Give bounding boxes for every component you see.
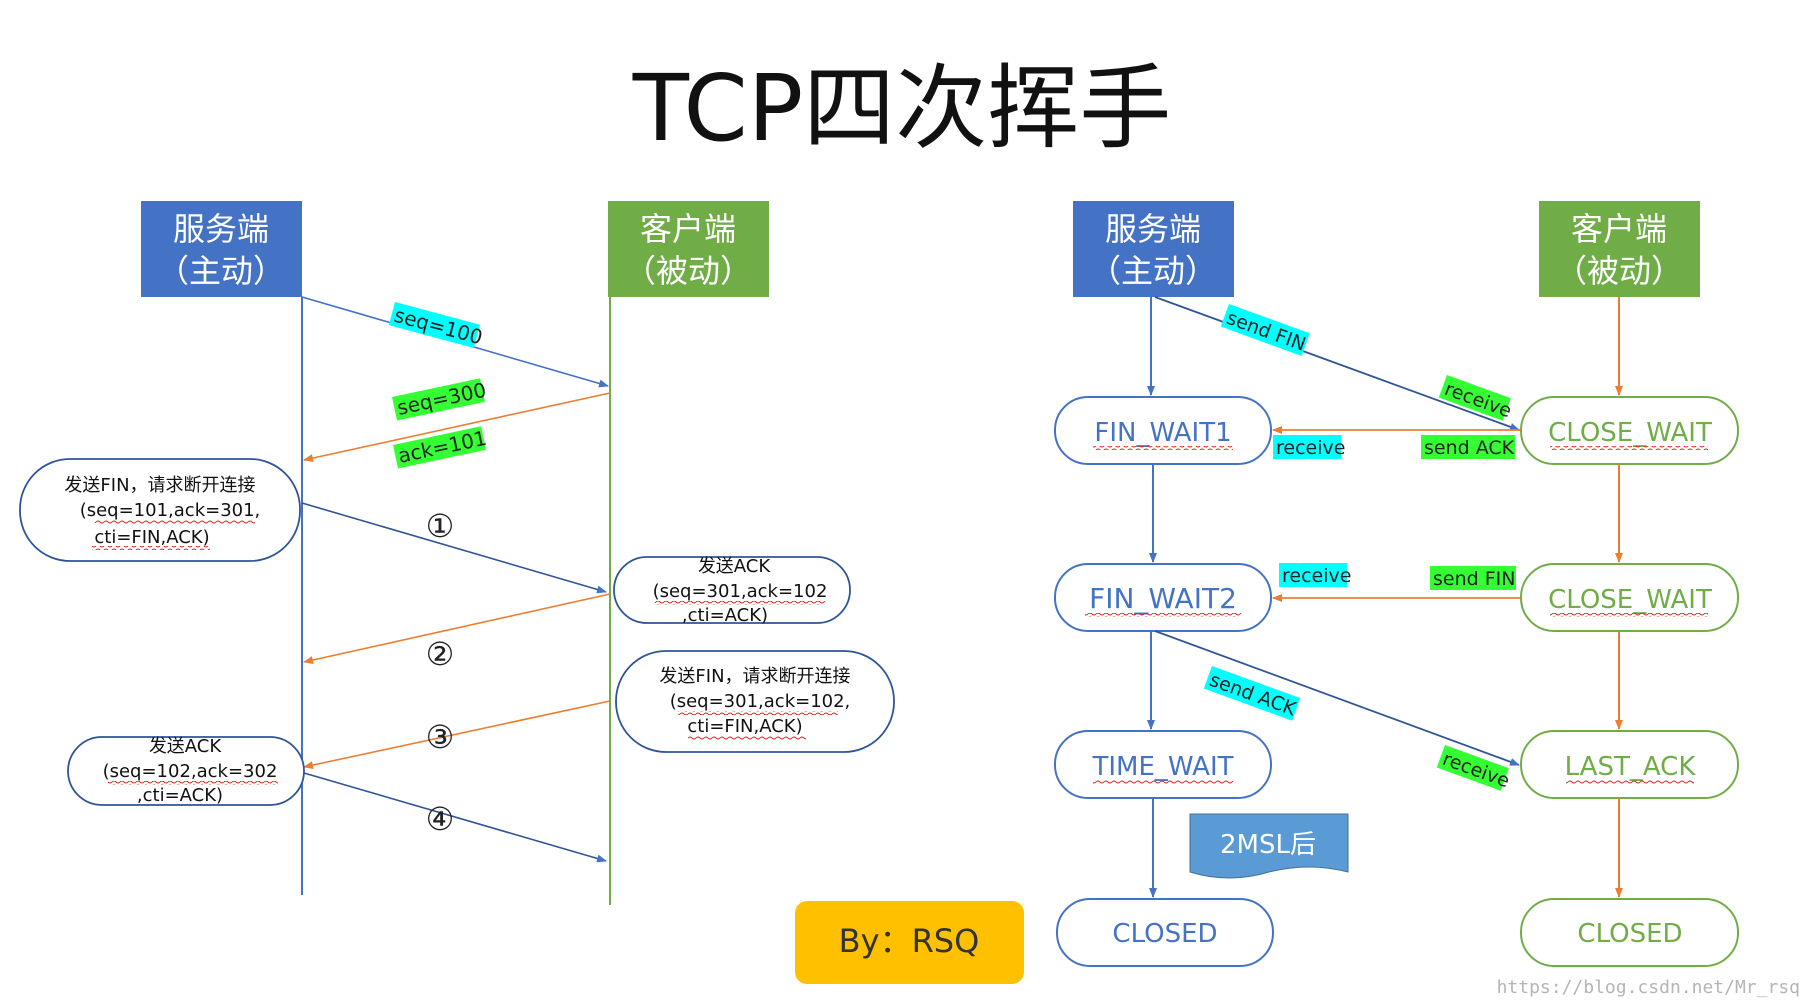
arrow-seq300-ack101	[303, 392, 611, 462]
note-client-fin-line1: 发送FIN，请求断开连接	[659, 666, 850, 687]
step-2-marker: ②	[426, 635, 455, 673]
arrow-step1	[301, 502, 607, 594]
step-1-marker: ①	[426, 507, 455, 545]
tag-receive-4: receive	[1440, 748, 1513, 792]
arrow-send-fin-1	[1154, 296, 1520, 431]
tag-send-fin-2: send FIN	[1433, 568, 1515, 590]
left-server-box-line1: 服务端	[173, 210, 269, 248]
right-state-diagram: 服务端 （主动） 客户端 （被动） FIN_WAIT1 FIN_WAIT2 TI…	[1054, 201, 1739, 967]
note-server-ack-line1: 发送ACK	[149, 736, 223, 757]
arrow-send-ack-2	[1154, 630, 1520, 766]
note-server-fin	[19, 458, 301, 562]
state-fin-wait2-label: FIN_WAIT2	[1089, 582, 1237, 615]
right-client-box-line1: 客户端	[1571, 210, 1667, 248]
state-server-closed-label: CLOSED	[1112, 919, 1217, 949]
left-server-box-line2: （主动）	[157, 252, 285, 290]
note-server-ack-line3: ,cti=ACK)	[137, 785, 223, 806]
tag-send-fin-1: send FIN	[1224, 307, 1309, 356]
note-server-fin-line1: 发送FIN，请求断开连接	[64, 475, 255, 496]
state-fin-wait1-label: FIN_WAIT1	[1094, 418, 1231, 448]
right-server-box	[1073, 201, 1234, 297]
state-client-closed	[1520, 898, 1739, 967]
note-server-ack-line2: (seq=102,ack=302	[103, 761, 278, 782]
left-client-box-line2: （被动）	[624, 252, 752, 290]
arrow-step2	[303, 593, 611, 664]
note-client-fin-line3: cti=FIN,ACK)	[687, 716, 802, 737]
right-client-box	[1539, 201, 1700, 297]
byline-text: By：RSQ	[839, 922, 980, 960]
note-client-ack-line1: 发送ACK	[698, 556, 772, 577]
step-4-marker: ④	[426, 800, 455, 838]
right-client-box-line2: （被动）	[1555, 252, 1683, 290]
label-ack101: ack=101	[396, 426, 489, 468]
wait-2msl-flag	[1189, 813, 1349, 879]
state-close-wait-1-label: CLOSE_WAIT	[1548, 418, 1712, 448]
tag-send-ack-1: send ACK	[1424, 437, 1515, 459]
left-client-box-line1: 客户端	[640, 210, 736, 248]
note-client-ack	[613, 556, 851, 624]
label-seq100: seq=100	[392, 303, 485, 350]
left-client-box	[608, 201, 769, 297]
note-client-ack-line3: ,cti=ACK)	[682, 605, 768, 626]
watermark: https://blog.csdn.net/Mr_rsq	[1497, 977, 1800, 998]
page-title: TCP四次挥手	[632, 55, 1172, 162]
note-client-fin-line2: (seq=301,ack=102,	[670, 691, 851, 712]
tag-receive-2: receive	[1276, 437, 1345, 459]
note-server-fin-line2: (seq=101,ack=301,	[80, 500, 261, 521]
note-client-ack-line2: (seq=301,ack=102	[653, 581, 828, 602]
byline-box	[795, 901, 1024, 984]
arrow-step4	[303, 772, 607, 863]
state-client-closed-label: CLOSED	[1577, 919, 1682, 949]
step-3-marker: ③	[426, 718, 455, 756]
note-server-ack	[67, 736, 305, 806]
right-server-box-line1: 服务端	[1105, 210, 1201, 248]
note-client-fin	[615, 650, 895, 753]
state-close-wait-2-label: CLOSE_WAIT	[1548, 585, 1712, 615]
state-time-wait-label: TIME_WAIT	[1091, 752, 1233, 782]
wait-2msl-label: 2MSL后	[1220, 830, 1316, 860]
left-server-box	[141, 201, 302, 297]
left-sequence-diagram: 服务端 （主动） 客户端 （被动） seq=100 seq=300 ack=10…	[19, 201, 895, 905]
tag-receive-3: receive	[1282, 565, 1351, 587]
state-server-closed	[1056, 898, 1274, 967]
arrow-step3	[303, 700, 611, 770]
note-server-fin-line3: cti=FIN,ACK)	[94, 527, 209, 548]
label-seq300: seq=300	[395, 378, 488, 420]
right-server-box-line2: （主动）	[1089, 252, 1217, 290]
tag-send-ack-2: send ACK	[1207, 669, 1300, 721]
state-last-ack-label: LAST_ACK	[1565, 752, 1697, 782]
